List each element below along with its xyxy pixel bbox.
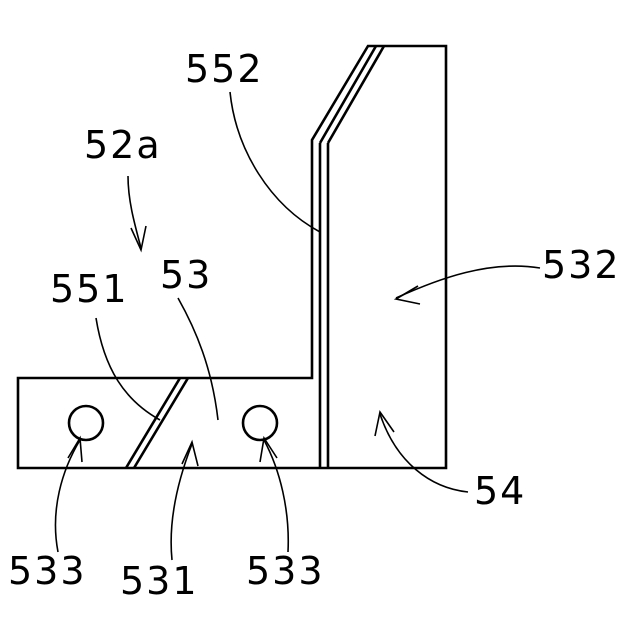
seam-diagonal-upper-b	[328, 46, 384, 143]
arrow-532-shaft	[396, 266, 540, 298]
arrow-54-shaft	[380, 414, 468, 492]
arrow-533-left-shaft	[55, 440, 80, 552]
seam-diagonal-lower-a	[126, 378, 180, 468]
hole-left	[69, 406, 103, 440]
label-552: 552	[185, 47, 264, 91]
leader-551	[96, 318, 160, 420]
label-52a: 52a	[84, 123, 162, 167]
label-533-right: 533	[246, 549, 325, 593]
hole-right	[243, 406, 277, 440]
arrow-531-head	[182, 442, 198, 466]
label-533-left: 533	[8, 549, 87, 593]
arrow-531-shaft	[171, 444, 192, 560]
leader-552	[230, 92, 320, 232]
label-531: 531	[120, 559, 199, 603]
label-53: 53	[160, 253, 212, 297]
seam-diagonal-upper-a	[320, 46, 376, 143]
label-551: 551	[50, 267, 129, 311]
seam-diagonal-lower-b	[134, 378, 188, 468]
label-54: 54	[474, 469, 526, 513]
label-532: 532	[542, 243, 621, 287]
leader-53	[178, 298, 218, 420]
